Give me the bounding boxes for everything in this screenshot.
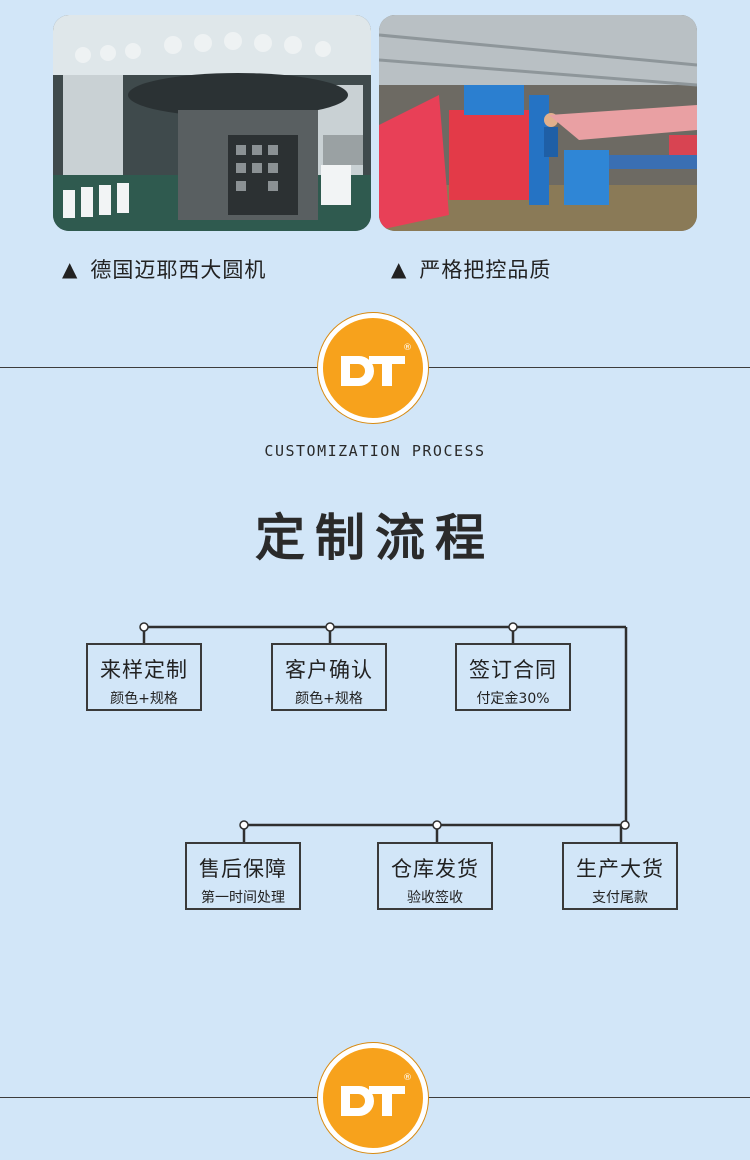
- step-title: 售后保障: [199, 857, 287, 881]
- step-title: 签订合同: [469, 658, 557, 682]
- caption-machine: ▲ 德国迈耶西大圆机: [62, 254, 266, 284]
- step-title: 仓库发货: [391, 857, 479, 881]
- step-title: 来样定制: [100, 658, 188, 682]
- step-detail: 验收签收: [407, 890, 463, 906]
- step-title: 客户确认: [285, 658, 373, 682]
- section-subtitle: CUSTOMIZATION PROCESS: [264, 442, 486, 460]
- step-detail: 付定金30%: [476, 691, 550, 707]
- step-customer-confirm: 客户确认 颜色+规格: [271, 643, 387, 711]
- registered-mark: ®: [403, 1073, 412, 1083]
- triangle-icon: ▲: [62, 257, 79, 281]
- knitting-machine-photo: [53, 15, 371, 231]
- step-sign-contract: 签订合同 付定金30%: [455, 643, 571, 711]
- flow-node: [325, 622, 335, 632]
- step-sample-customization: 来样定制 颜色+规格: [86, 643, 202, 711]
- step-mass-production: 生产大货 支付尾款: [562, 842, 678, 910]
- step-warehouse-shipping: 仓库发货 验收签收: [377, 842, 493, 910]
- brand-logo: ®: [318, 1043, 428, 1153]
- step-detail: 支付尾款: [592, 890, 648, 906]
- flow-node: [620, 820, 630, 830]
- step-detail: 颜色+规格: [295, 691, 363, 707]
- caption-text: 严格把控品质: [419, 258, 552, 282]
- brand-logo: ®: [318, 313, 428, 423]
- caption-text: 德国迈耶西大圆机: [90, 258, 267, 282]
- step-detail: 第一时间处理: [201, 890, 285, 906]
- flow-node: [432, 820, 442, 830]
- caption-quality: ▲ 严格把控品质: [391, 254, 551, 284]
- flow-node: [139, 622, 149, 632]
- step-title: 生产大货: [576, 857, 664, 881]
- registered-mark: ®: [403, 343, 412, 353]
- section-title: 定制流程: [255, 508, 495, 567]
- triangle-icon: ▲: [391, 257, 408, 281]
- flow-node: [508, 622, 518, 632]
- step-after-sales: 售后保障 第一时间处理: [185, 842, 301, 910]
- fabric-inspection-photo: [379, 15, 697, 231]
- flow-node: [239, 820, 249, 830]
- step-detail: 颜色+规格: [110, 691, 178, 707]
